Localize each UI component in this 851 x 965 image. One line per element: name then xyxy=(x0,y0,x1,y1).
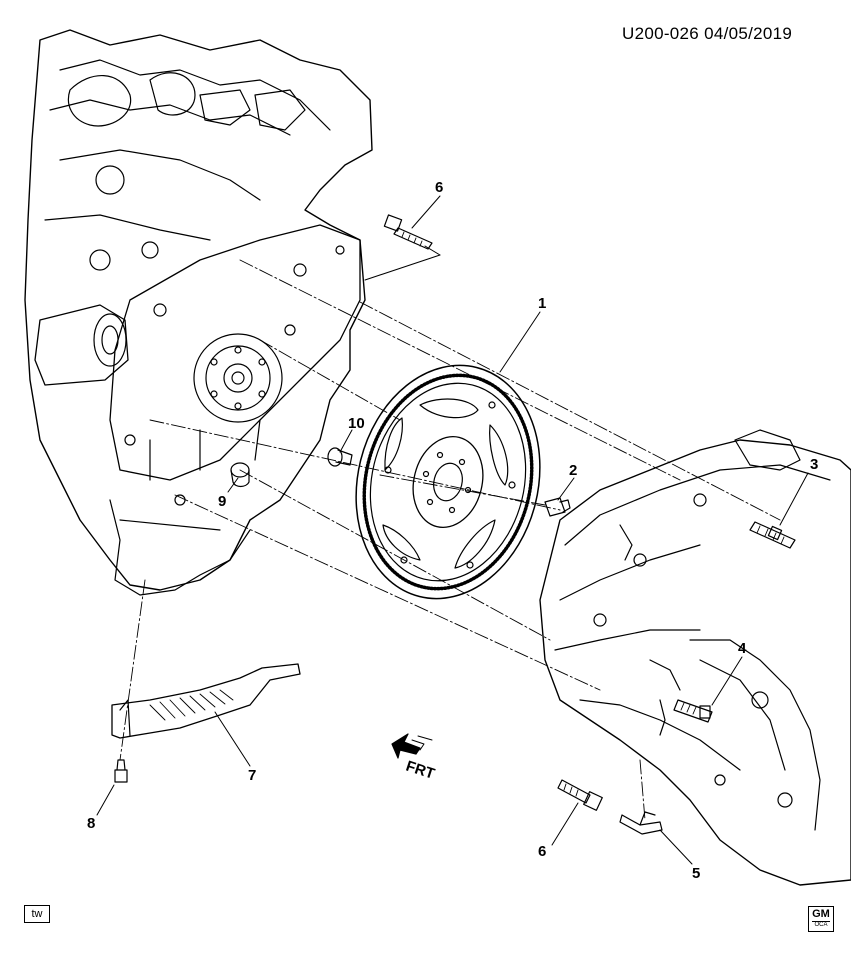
tw-badge: tw xyxy=(24,905,50,923)
callout-6-lower: 6 xyxy=(538,843,546,860)
bolt-2 xyxy=(544,497,571,517)
callout-8: 8 xyxy=(87,815,95,832)
leader-lines xyxy=(96,195,809,865)
bolt-6-lower xyxy=(557,779,603,811)
callout-numbers: 1 2 3 4 5 6 6 7 8 9 10 FRT xyxy=(87,179,818,882)
callout-3: 3 xyxy=(810,456,818,473)
diagram-code: U200-026 04/05/2019 xyxy=(622,24,793,43)
callout-5: 5 xyxy=(692,865,700,882)
callout-1: 1 xyxy=(538,295,546,312)
engine-block xyxy=(24,29,373,596)
bolt-10 xyxy=(327,447,353,467)
dowel-9 xyxy=(230,462,250,488)
clip-5 xyxy=(619,811,663,835)
callout-4: 4 xyxy=(738,640,747,657)
callout-2: 2 xyxy=(569,462,577,479)
bolt-6-upper xyxy=(383,214,433,250)
callout-9: 9 xyxy=(218,493,226,510)
flexplate xyxy=(355,364,541,600)
gm-logo-sub: OCA xyxy=(812,921,830,929)
callout-6-upper: 6 xyxy=(435,179,443,196)
callout-10: 10 xyxy=(348,415,365,432)
gm-logo-text: GM xyxy=(812,908,830,920)
stud-3 xyxy=(749,521,796,549)
alignment-lines xyxy=(119,259,781,821)
front-arrow-icon xyxy=(391,733,433,759)
front-arrow-label: FRT xyxy=(404,758,437,783)
cover-7 xyxy=(111,663,301,739)
transmission-case xyxy=(539,429,851,886)
stud-4 xyxy=(673,699,713,723)
bolt-8 xyxy=(114,759,128,783)
gm-logo-icon: GM OCA xyxy=(808,906,834,932)
callout-7: 7 xyxy=(248,767,256,784)
